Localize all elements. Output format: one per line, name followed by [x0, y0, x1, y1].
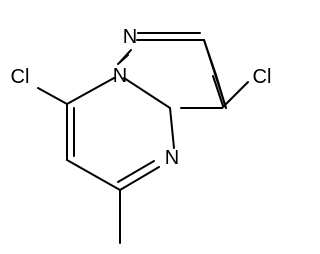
bond-c5-n4	[119, 166, 160, 191]
atom-label-n-top: N	[123, 26, 137, 48]
bond-n7a-n1	[119, 49, 132, 63]
atom-label-n-bridge: N	[113, 65, 127, 87]
atom-label-cl-left: Cl	[11, 66, 30, 88]
molecule-structure-diagram: Cl Cl N N N	[11, 26, 272, 244]
bond-c3a-c3	[212, 75, 224, 107]
bond-c5-n4-double	[117, 160, 155, 183]
bond-n7a-c7	[66, 77, 115, 105]
bond-c7-cl	[37, 87, 68, 105]
bond-n4-c3a	[169, 107, 175, 149]
atom-label-n-ring: N	[165, 147, 179, 169]
bond-c3a-n7a	[123, 77, 171, 109]
bond-c3-cl	[221, 81, 249, 109]
atom-label-cl-right: Cl	[253, 66, 272, 88]
bond-c6-c5	[66, 159, 121, 191]
bond-c3-c3a-outer	[203, 39, 227, 109]
